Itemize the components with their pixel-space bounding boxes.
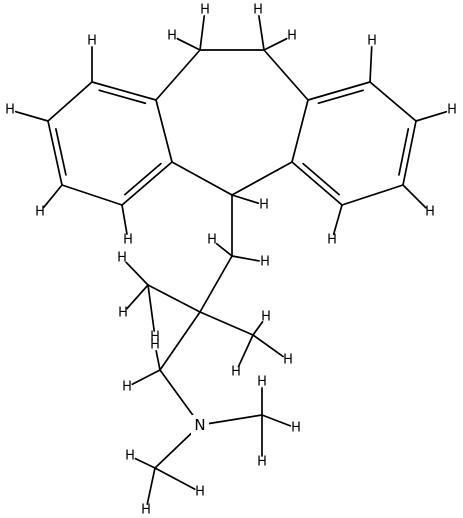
bond-right-ring — [341, 184, 404, 206]
bond-c-h — [402, 184, 427, 209]
bond-ch2-cq — [199, 255, 233, 313]
double-bond-left — [124, 162, 162, 196]
hydrogen-atom: H — [425, 205, 435, 220]
bond-right-ring — [291, 99, 309, 163]
bond-c-h — [176, 37, 201, 51]
hydrogen-atom: H — [261, 310, 271, 325]
hydrogen-atom: H — [259, 198, 269, 213]
double-bond-left — [55, 128, 67, 176]
hydrogen-atom: H — [260, 255, 270, 270]
bond-c-h — [237, 334, 254, 368]
hydrogen-atom: H — [117, 251, 127, 266]
bond-c-h — [126, 284, 149, 310]
bond-left-ring — [47, 81, 93, 122]
hydrogen-atom: H — [291, 421, 301, 436]
hydrogen-atom: H — [150, 338, 160, 353]
bond-c5-right — [231, 161, 293, 196]
nitrogen-atom: N — [194, 416, 205, 434]
bond-c-h — [332, 204, 343, 236]
hydrogen-atom: H — [367, 34, 377, 49]
hydrogen-atom: H — [35, 205, 45, 220]
bond-c-h — [263, 37, 288, 51]
bond-c-h — [125, 261, 149, 286]
hydrogen-atom: H — [5, 103, 15, 118]
bond-c10-ring — [155, 49, 201, 101]
bond-c5-left — [171, 161, 233, 196]
bond-right-ring — [369, 81, 417, 122]
hydrogen-atom: H — [118, 306, 128, 321]
bond-left-ring — [47, 120, 63, 186]
bond-n-methyl — [199, 414, 263, 426]
bond-cq-ch2 — [159, 311, 201, 371]
bond-c-h — [231, 255, 260, 262]
bond-left-ring — [91, 81, 157, 101]
bond-c-h — [146, 467, 156, 505]
bond-layer — [14, 15, 448, 505]
double-bond-right — [302, 162, 340, 196]
bond-c-h — [252, 321, 264, 336]
bond-left-ring — [155, 99, 173, 163]
bond-c-h — [14, 110, 49, 122]
hydrogen-atom: H — [123, 233, 133, 248]
hydrogen-atom: H — [122, 380, 132, 395]
bond-c-h — [261, 414, 292, 427]
hydrogen-atom: H — [150, 330, 160, 345]
hydrogen-atom: H — [167, 29, 177, 44]
bond-c-h — [121, 204, 128, 235]
bond-left-ring — [61, 184, 123, 206]
bond-right-ring — [291, 161, 343, 206]
bond-c-h — [231, 194, 260, 205]
hydrogen-atom: H — [257, 455, 267, 470]
bond-c-h — [131, 369, 161, 386]
bond-left-ring — [121, 161, 173, 206]
bond-c-h — [258, 15, 265, 51]
bond-right-ring — [402, 120, 417, 186]
bond-c-h — [199, 15, 206, 51]
hydrogen-atom: H — [125, 449, 135, 464]
bond-c-h — [42, 184, 63, 209]
hydrogen-atom: H — [253, 3, 263, 18]
bond-right-ring — [307, 81, 371, 101]
bond-c11-ring — [263, 49, 309, 101]
hydrogen-atom: H — [231, 365, 241, 380]
double-bond-right — [398, 128, 410, 176]
bond-c-h — [147, 284, 156, 332]
bond-cq-methyl — [199, 311, 254, 336]
hydrogen-atom: H — [207, 233, 217, 248]
hydrogen-atom: H — [200, 3, 210, 18]
bond-c-h — [369, 46, 373, 83]
double-bond-left — [98, 89, 147, 105]
hydrogen-atom: H — [257, 375, 267, 390]
bond-c-h — [215, 242, 233, 257]
bond-c-h — [155, 350, 161, 371]
bond-c-h — [154, 467, 196, 491]
double-bond-right — [317, 89, 364, 105]
hydrogen-atom: H — [283, 353, 293, 368]
hydrogen-atom: H — [195, 485, 205, 500]
hydrogen-atom: H — [327, 233, 337, 248]
nitrogen-label-background — [191, 415, 209, 435]
hydrogen-atom: H — [141, 503, 151, 518]
hydrogen-atom: H — [287, 29, 297, 44]
bond-c-h — [134, 457, 156, 469]
hydrogen-atom: H — [447, 103, 457, 118]
bond-cq-methyl — [147, 284, 201, 313]
bond-c-h — [252, 334, 284, 358]
bond-c-h — [415, 110, 448, 122]
hydrogen-atom: H — [87, 34, 97, 49]
